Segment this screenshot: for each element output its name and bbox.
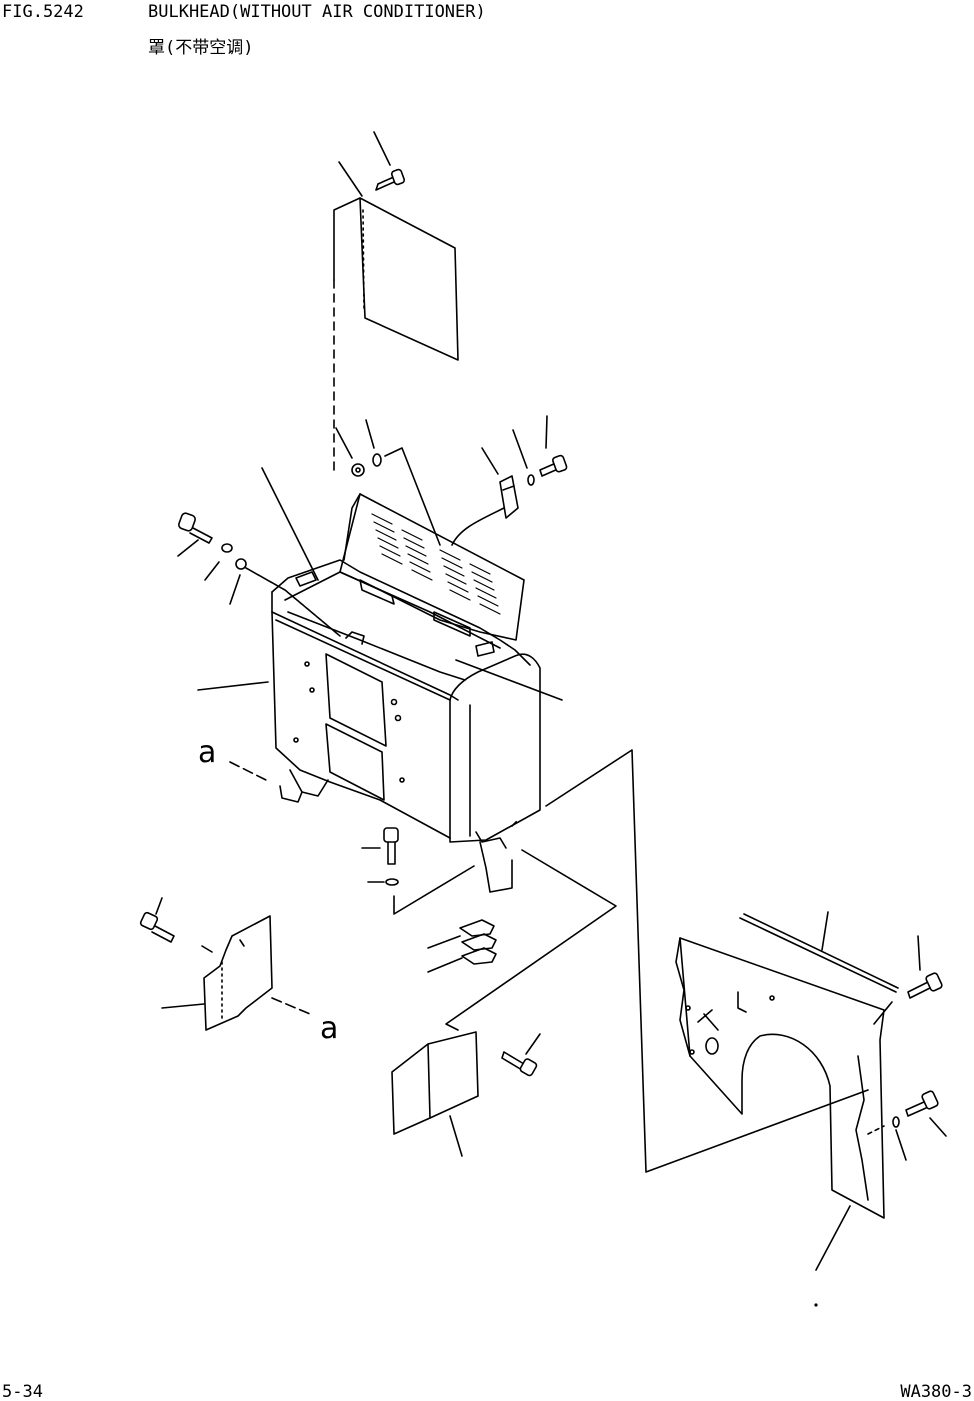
leader-line (272, 998, 310, 1014)
figure-subtitle: 罩(不带空调) (148, 38, 254, 58)
leader-line (546, 416, 547, 448)
guide-line (446, 850, 616, 1030)
leader-line (246, 568, 340, 636)
leader-line (513, 430, 527, 468)
bolt-icon (906, 1090, 939, 1116)
speck-mark (815, 1304, 817, 1306)
leader-line (816, 1206, 850, 1270)
leader-line (262, 468, 318, 580)
bolt-icon (384, 828, 398, 864)
guide-line (394, 866, 474, 914)
nut-icon (352, 464, 364, 476)
callout-label-a: a (320, 1011, 339, 1046)
leader-line (456, 660, 562, 700)
leader-line (178, 540, 198, 556)
bulkhead-box (272, 560, 540, 892)
top-cover-panel (334, 198, 458, 360)
washer-icon (373, 454, 381, 466)
page-number: 5-34 (2, 1382, 43, 1401)
washer-icon (893, 1117, 899, 1127)
left-side-plate (204, 916, 272, 1030)
leader-line (385, 448, 440, 545)
washer-icon (386, 879, 398, 885)
bolt-icon (908, 972, 943, 998)
leader-line (230, 575, 240, 604)
leader-line (202, 946, 212, 952)
bolt-icon (140, 912, 174, 942)
right-large-panel (676, 938, 892, 1218)
leader-line (482, 448, 498, 474)
leader-line (366, 420, 374, 448)
leader-line (205, 562, 219, 580)
leader-line (162, 1004, 204, 1008)
leader-line (450, 1116, 462, 1156)
leader-line (339, 162, 362, 196)
washer-icon (528, 475, 534, 485)
lower-center-plate (392, 1032, 478, 1134)
shim-plate-icon (460, 920, 496, 964)
leader-line (336, 428, 352, 458)
leader-line (918, 936, 920, 970)
top-bolt-icon (376, 169, 405, 190)
bolt-icon (178, 512, 212, 543)
leader-line (868, 1126, 884, 1134)
model-code: WA380-3 (900, 1382, 972, 1401)
leader-line (230, 762, 270, 782)
guide-line (512, 820, 518, 826)
leader-line (428, 958, 462, 972)
vent-grille-panel (296, 494, 524, 656)
leader-line (428, 936, 460, 948)
bracket-icon (500, 476, 518, 518)
leader-line (896, 1130, 906, 1160)
figure-title: BULKHEAD(WITHOUT AIR CONDITIONER) (148, 2, 486, 22)
leader-line (374, 132, 390, 165)
leader-line (930, 1118, 946, 1136)
leader-line (452, 508, 504, 545)
leader-line (822, 912, 828, 950)
figure-number: FIG.5242 (2, 2, 84, 22)
nut-icon (236, 559, 246, 569)
leader-line (526, 1034, 540, 1054)
callout-label-a: a (198, 735, 217, 770)
washer-icon (222, 544, 232, 552)
guide-line (546, 750, 868, 1172)
long-rod-icon (740, 914, 898, 992)
bolt-icon (540, 455, 567, 476)
leader-line (198, 682, 268, 690)
leader-line (156, 898, 162, 914)
bolt-icon (502, 1052, 538, 1077)
